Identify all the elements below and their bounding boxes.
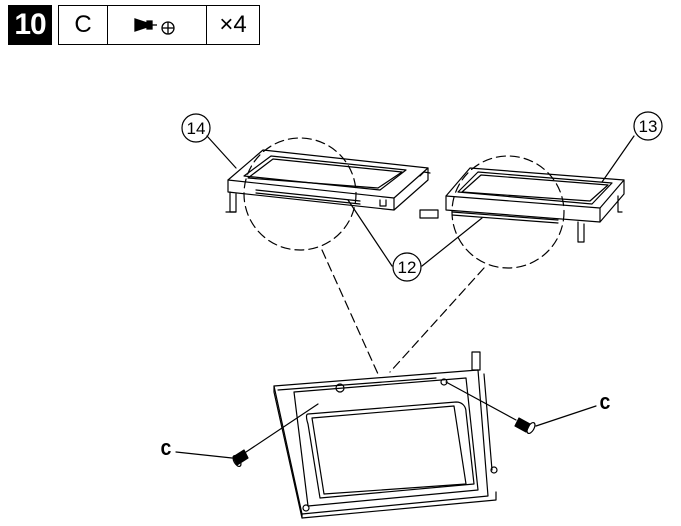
right-panel-13 bbox=[419, 167, 625, 243]
callout-13-label: 13 bbox=[639, 117, 658, 136]
part-letter: C bbox=[58, 5, 108, 45]
detail-circles bbox=[243, 137, 565, 375]
screw-icon bbox=[134, 18, 175, 35]
callout-12-circle bbox=[392, 252, 422, 282]
left-panel-14 bbox=[225, 149, 431, 213]
step-number: 10 bbox=[8, 5, 52, 45]
screw-icon bbox=[108, 5, 207, 45]
callout-12-label: 12 bbox=[398, 258, 417, 277]
callout-13-circle bbox=[633, 111, 663, 141]
quantity: ×4 bbox=[207, 5, 260, 45]
callout-14-circle bbox=[181, 113, 211, 143]
step-header: 10 C ×4 bbox=[8, 5, 260, 45]
screw-label-left: C bbox=[161, 441, 172, 461]
screw-label-right: C bbox=[600, 395, 611, 415]
bottom-frame bbox=[273, 351, 498, 519]
leader-lines bbox=[206, 135, 635, 267]
callout-14-label: 14 bbox=[187, 119, 206, 138]
screws bbox=[175, 381, 597, 468]
